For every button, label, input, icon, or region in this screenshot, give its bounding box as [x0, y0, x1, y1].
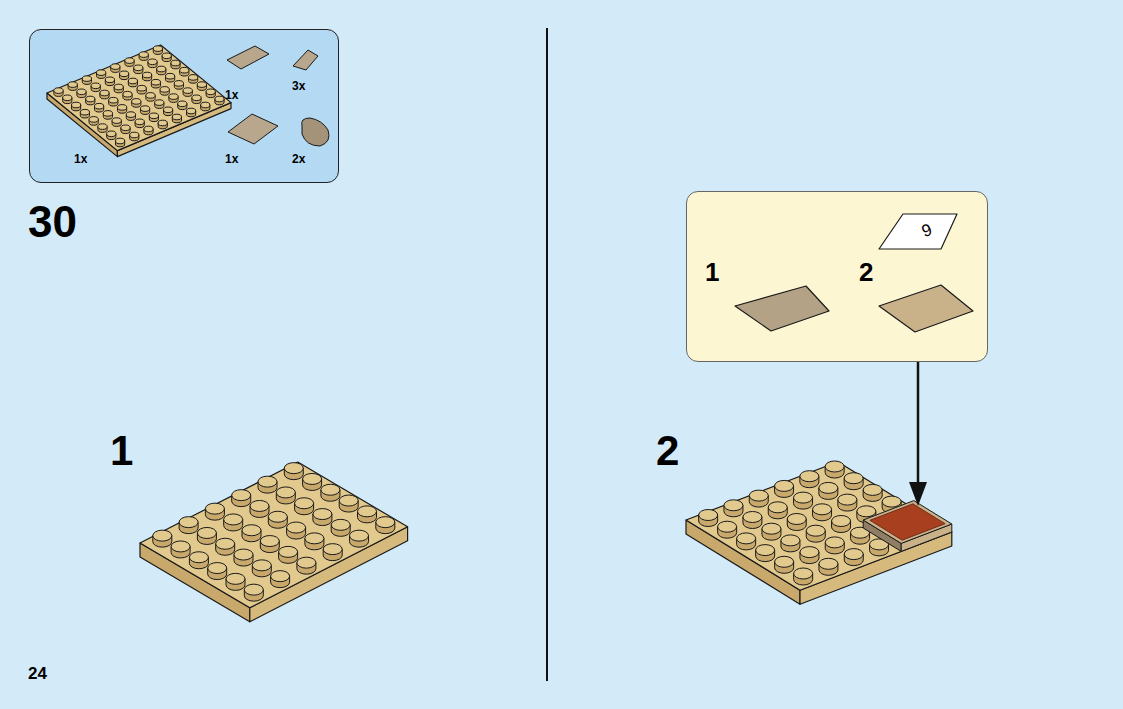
part-quantity: 1x — [225, 89, 238, 101]
sub-assembly-callout: 12 — [686, 191, 988, 362]
part-tile-with-sticker — [879, 285, 973, 332]
part-small-slope — [227, 46, 269, 69]
placement-arrow — [909, 362, 927, 506]
part-quantity: 1x — [74, 153, 87, 165]
baseplate — [140, 462, 408, 622]
part-round-tile — [302, 118, 329, 146]
part-quantity: 1x — [225, 153, 238, 165]
sub-step-number: 2 — [859, 259, 873, 285]
part-quantity: 3x — [292, 80, 305, 92]
part-quantity: 2x — [292, 153, 305, 165]
small-plate — [47, 45, 231, 157]
sub-step-number: 2 — [656, 430, 679, 472]
page-number: 24 — [28, 665, 47, 682]
parts-list-box: 3x 1x 1x 1x 2x — [29, 29, 339, 183]
sub-step-number: 1 — [110, 430, 133, 472]
part-cheese-slope — [293, 50, 318, 70]
sticker — [879, 214, 957, 249]
part-slope-2x2 — [228, 114, 278, 144]
sub-step-number: 1 — [705, 259, 719, 285]
part-illustration — [687, 192, 989, 363]
part-tile-2x2 — [735, 286, 829, 331]
step-number: 30 — [28, 200, 77, 244]
baseplate — [686, 461, 952, 604]
page-divider — [546, 28, 548, 681]
